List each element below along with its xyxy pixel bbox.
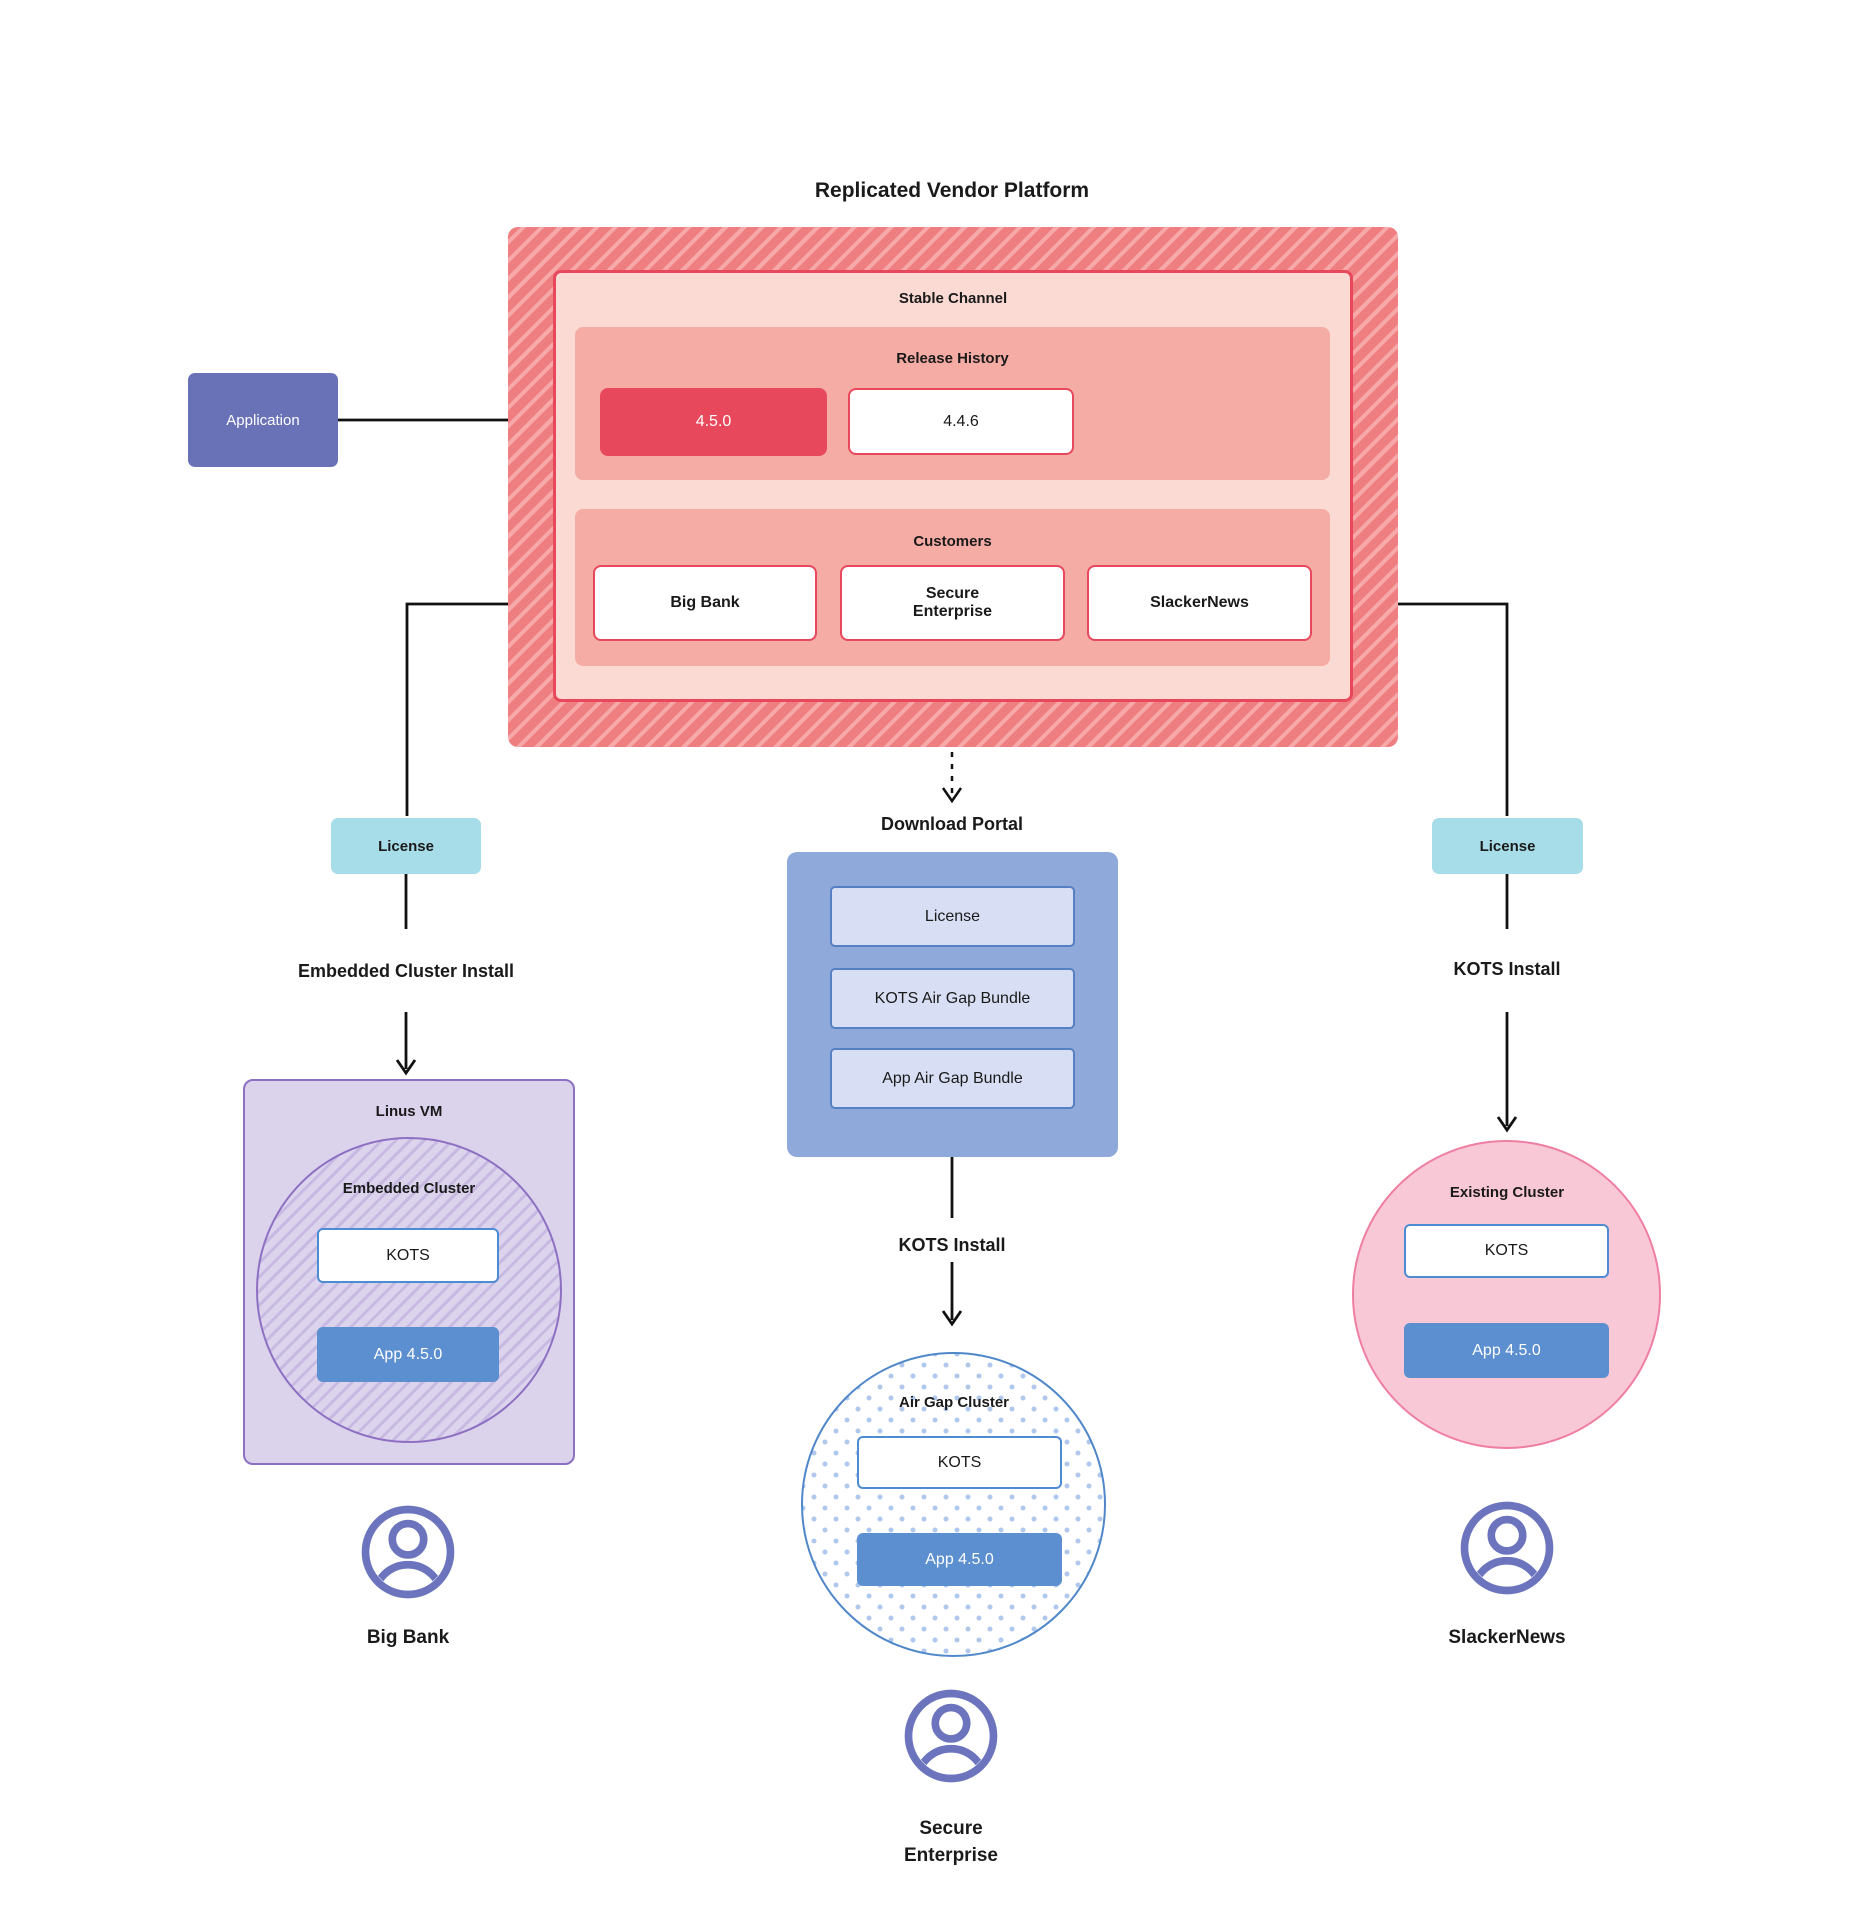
- air-gap-cluster-circle: [801, 1352, 1106, 1657]
- embedded-cluster-install-label: Embedded Cluster Install: [297, 960, 515, 981]
- release-4-4-6: 4.4.6: [848, 388, 1074, 455]
- application-box: Application: [188, 373, 338, 467]
- person-icon-slackernews: [1460, 1501, 1554, 1595]
- air-gap-cluster-label: Air Gap Cluster: [898, 1393, 1010, 1411]
- person-label-slackernews: SlackerNews: [1448, 1626, 1566, 1648]
- person-icon-secure-enterprise: [904, 1689, 998, 1783]
- embedded-cluster-label: Embedded Cluster: [342, 1179, 476, 1197]
- kots-install-label-middle: KOTS Install: [898, 1234, 1006, 1255]
- customer-secure-enterprise: Secure Enterprise: [840, 565, 1065, 641]
- page-title: Replicated Vendor Platform: [814, 179, 1090, 202]
- app-box-right: App 4.5.0: [1404, 1323, 1609, 1378]
- license-chip-right: License: [1432, 818, 1583, 874]
- person-icon-big-bank: [361, 1505, 455, 1599]
- customers-label: Customers: [913, 532, 992, 550]
- person-label-big-bank: Big Bank: [366, 1626, 450, 1648]
- embedded-cluster-circle: [256, 1137, 562, 1443]
- kots-box-right: KOTS: [1404, 1224, 1609, 1278]
- person-label-secure-enterprise: Secure Enterprise: [904, 1818, 998, 1866]
- app-box-middle: App 4.5.0: [857, 1533, 1062, 1586]
- portal-item-app-bundle: App Air Gap Bundle: [830, 1048, 1075, 1109]
- portal-item-kots-bundle: KOTS Air Gap Bundle: [830, 968, 1075, 1029]
- release-history-label: Release History: [896, 349, 1009, 367]
- stable-channel-label: Stable Channel: [898, 289, 1008, 307]
- release-4-5-0: 4.5.0: [600, 388, 827, 456]
- kots-install-label-right: KOTS Install: [1453, 958, 1561, 979]
- license-chip-left: License: [331, 818, 481, 874]
- kots-box-middle: KOTS: [857, 1436, 1062, 1489]
- arrow-kots-install-right: [1496, 1012, 1518, 1133]
- arrow-embedded-cluster-install: [395, 1012, 417, 1076]
- download-portal-label: Download Portal: [880, 813, 1023, 834]
- customer-slackernews: SlackerNews: [1087, 565, 1312, 641]
- existing-cluster-circle: [1352, 1140, 1661, 1449]
- arrow-kots-install-middle: [941, 1262, 963, 1327]
- kots-box-left: KOTS: [317, 1228, 499, 1283]
- existing-cluster-label: Existing Cluster: [1449, 1183, 1565, 1201]
- portal-item-license: License: [830, 886, 1075, 947]
- app-box-left: App 4.5.0: [317, 1327, 499, 1382]
- linus-vm-label: Linus VM: [375, 1102, 443, 1120]
- customer-big-bank: Big Bank: [593, 565, 817, 641]
